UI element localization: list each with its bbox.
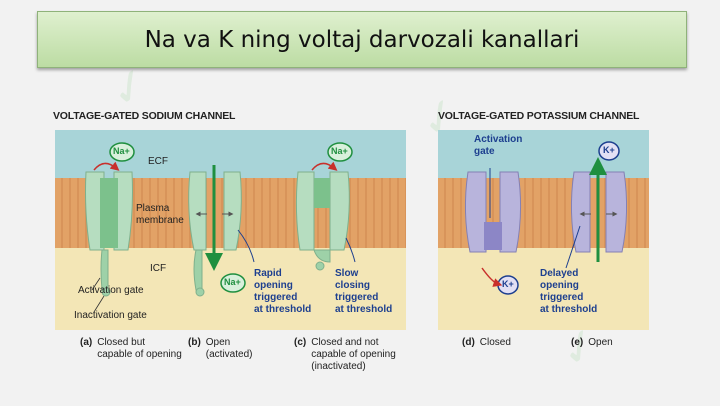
- activation-gate-label: Activation gate: [78, 285, 144, 296]
- caption-d-text: Closed: [479, 337, 511, 348]
- icf-label: ICF: [150, 263, 167, 274]
- caption-b-text: Open (activated): [205, 337, 253, 360]
- potassium-heading: VOLTAGE-GATED POTASSIUM CHANNEL: [438, 110, 640, 122]
- slide-title-bar: Na va K ning voltaj darvozali kanallari: [37, 11, 687, 68]
- caption-e-letter: (e): [571, 337, 584, 348]
- slide-title: Na va K ning voltaj darvozali kanallari: [144, 26, 580, 53]
- caption-a-letter: (a): [80, 337, 93, 348]
- inactivation-gate-label: Inactivation gate: [74, 310, 147, 321]
- rapid-opening-label: Rapid opening triggered at threshold: [254, 268, 312, 315]
- na-ion-c: [311, 142, 353, 171]
- slow-closing-label: Slow closing triggered at threshold: [335, 268, 393, 315]
- sodium-channel-open: [188, 165, 255, 297]
- na-ion-b: [220, 273, 246, 293]
- caption-c: (c) Closed and not capable of opening (i…: [294, 337, 396, 373]
- potassium-channel-closed: [464, 168, 522, 253]
- caption-e-text: Open: [588, 337, 613, 348]
- caption-c-letter: (c): [294, 337, 307, 348]
- ecf-label: ECF: [148, 156, 168, 167]
- caption-a-text: Closed but capable of opening: [97, 337, 182, 360]
- caption-d-letter: (d): [462, 337, 475, 348]
- caption-a: (a) Closed but capable of opening: [80, 337, 182, 361]
- k-ion-d-label: K+: [502, 279, 514, 289]
- sodium-channel-inactivated: [295, 171, 356, 271]
- inactivation-gate-pointer: [93, 295, 105, 313]
- activation-gate-pointer: [91, 277, 101, 291]
- caption-c-text: Closed and not capable of opening (inact…: [311, 337, 396, 372]
- caption-d: (d) Closed: [462, 337, 511, 349]
- sodium-channel-closed: [85, 171, 133, 297]
- na-ion-a-label: Na+: [113, 146, 130, 156]
- na-ion-a: [93, 142, 135, 171]
- caption-b-letter: (b): [188, 337, 201, 348]
- k-ion-e-label: K+: [603, 145, 615, 155]
- k-activation-gate-label: Activation gate: [474, 134, 523, 157]
- sodium-heading: VOLTAGE-GATED SODIUM CHANNEL: [53, 110, 236, 122]
- k-ion-e: [598, 141, 620, 161]
- k-ion-d: [481, 267, 519, 295]
- potassium-icf-region: [438, 248, 649, 330]
- delayed-opening-label: Delayed opening triggered at threshold: [540, 268, 598, 315]
- plasma-membrane-label: Plasma membrane: [136, 203, 184, 226]
- caption-e: (e) Open: [571, 337, 613, 349]
- caption-b: (b) Open (activated): [188, 337, 252, 361]
- na-ion-c-label: Na+: [331, 146, 348, 156]
- potassium-channel-open: [565, 157, 628, 269]
- na-ion-b-label: Na+: [224, 277, 241, 287]
